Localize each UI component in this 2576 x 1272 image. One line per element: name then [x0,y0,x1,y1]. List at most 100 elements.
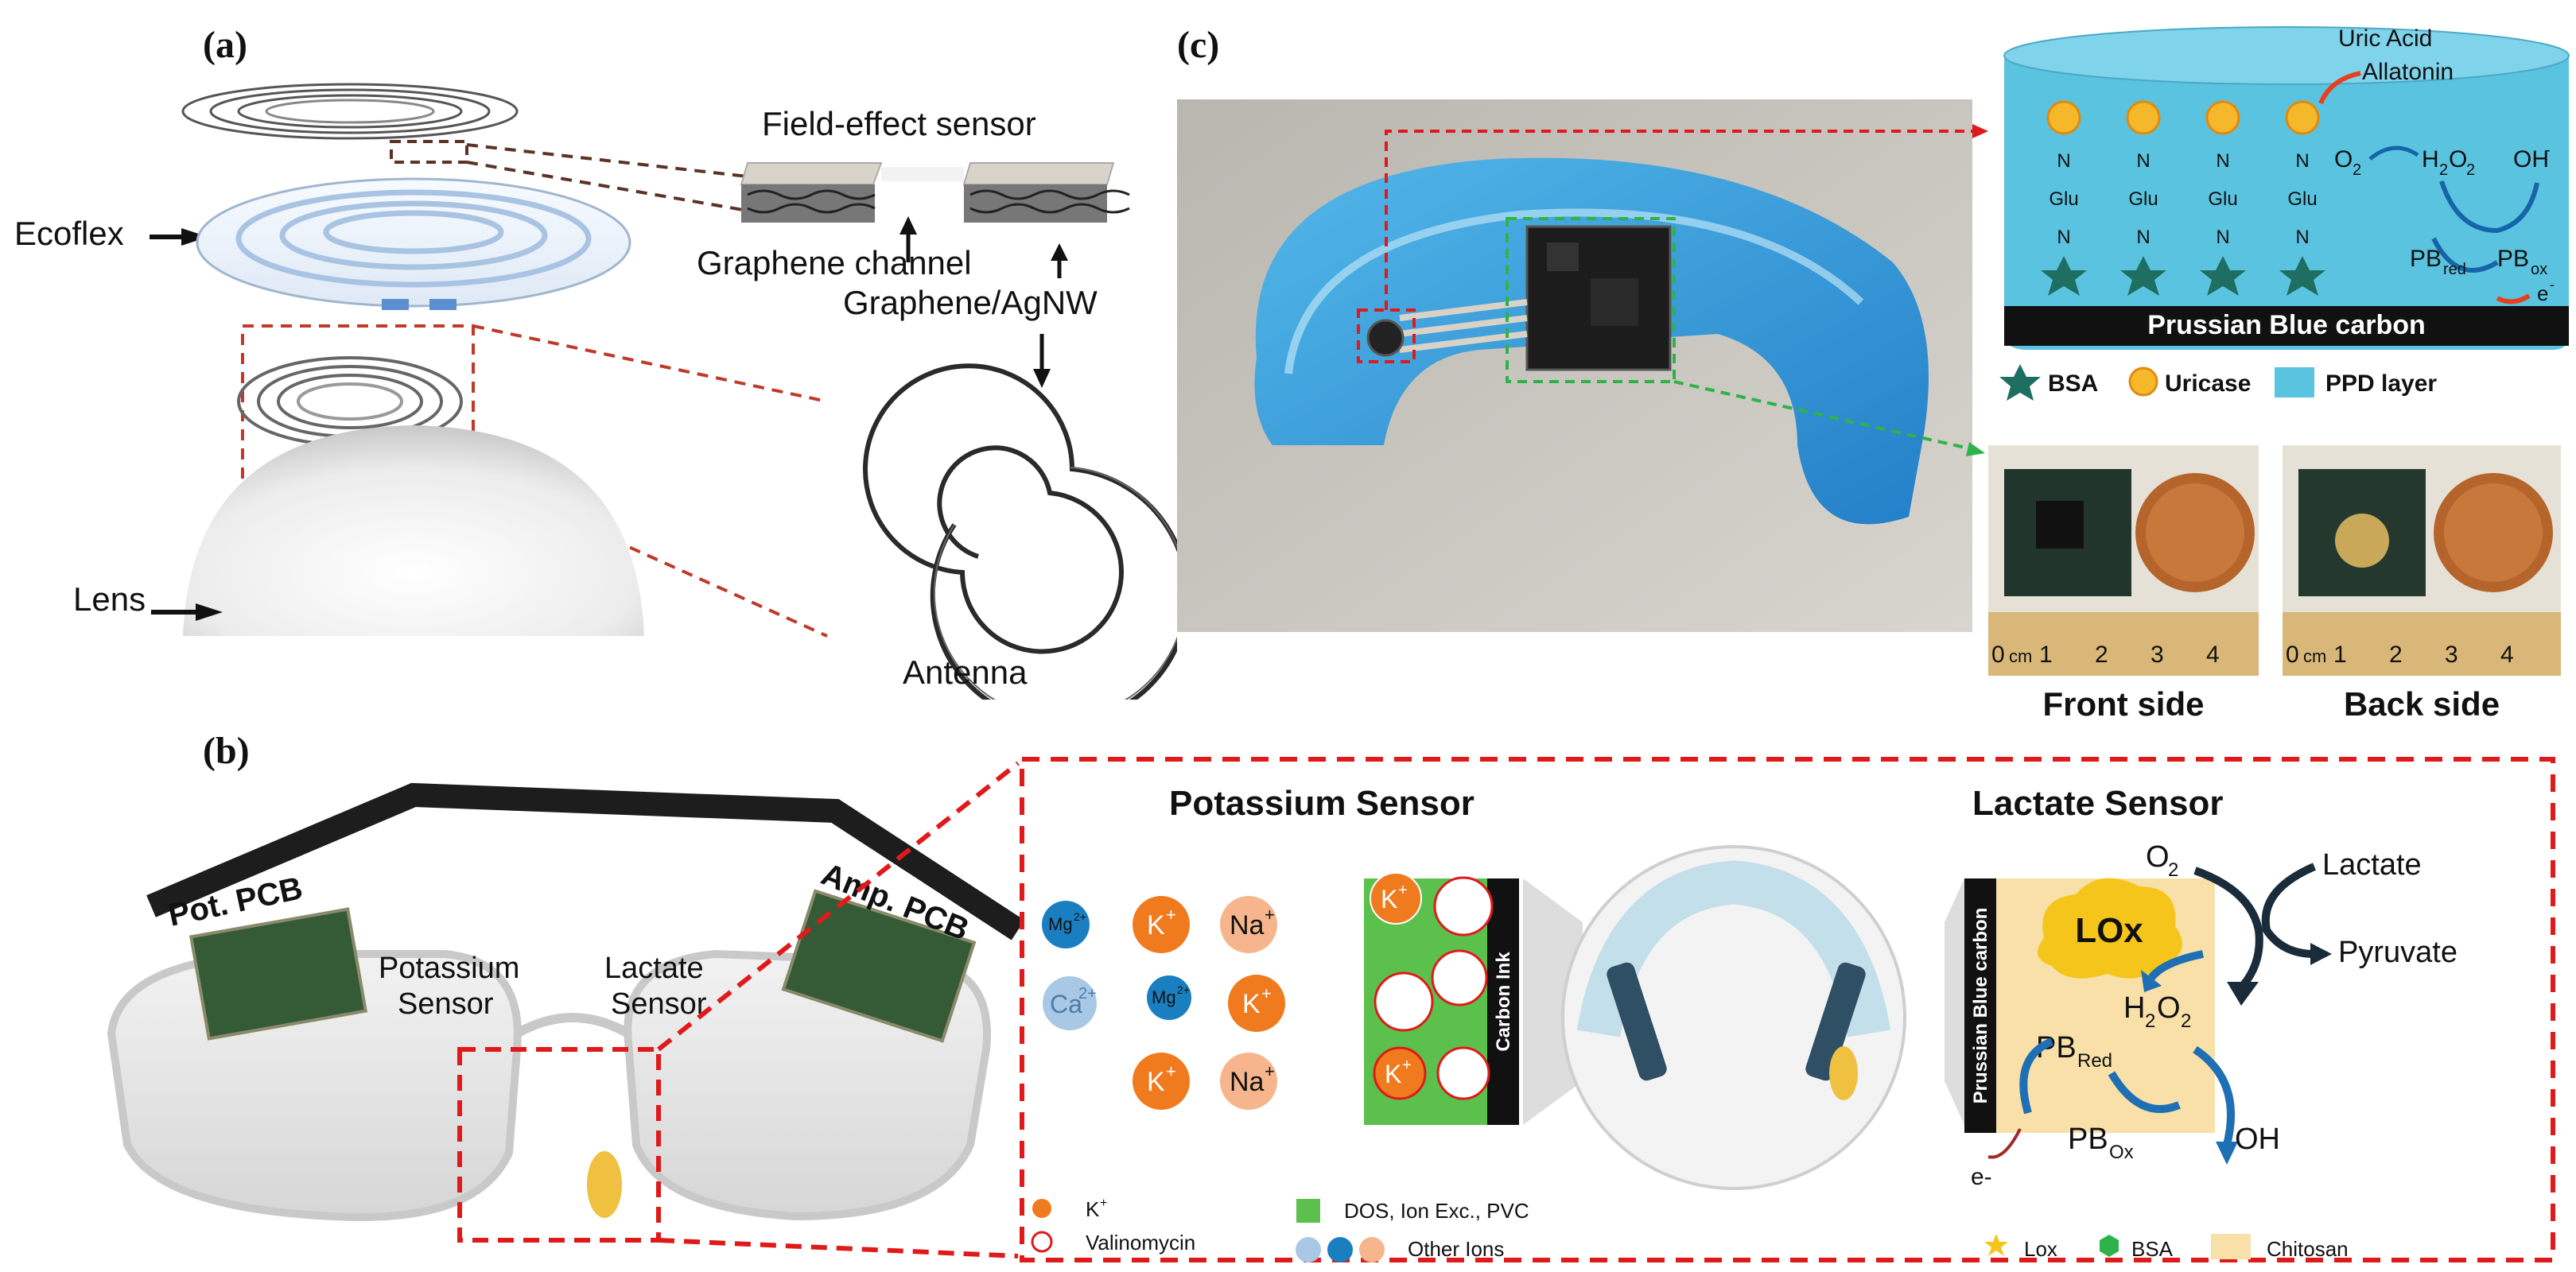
svg-text:+: + [1398,882,1408,899]
zoom-line-1 [466,143,748,178]
svg-text:N: N [2136,227,2150,248]
back-side-label: Back side [2344,685,2500,723]
svg-text:1: 1 [2333,642,2347,668]
panel-a: (a) Field-effect sensor Graphene channel… [14,24,1177,700]
potassium-membrane: Carbon Ink K + K + [1364,872,1519,1125]
svg-text:Ca: Ca [1050,990,1082,1018]
sensor-zoom-box [390,140,468,164]
svg-text:Glu: Glu [2287,188,2317,210]
svg-text:e-: e- [1971,1164,1992,1190]
svg-text:Chitosan: Chitosan [2267,1237,2349,1261]
svg-text:BSA: BSA [2048,370,2098,397]
pcb-zoom-box-green [1506,217,1676,383]
prussian-blue-carbon-label-b: Prussian Blue carbon [1970,908,1991,1104]
svg-text:DOS, Ion Exc., PVC: DOS, Ion Exc., PVC [1344,1199,1529,1223]
svg-text:Other Ions: Other Ions [1408,1237,1504,1261]
svg-text:Na: Na [1230,910,1265,940]
front-side-label: Front side [2042,685,2204,723]
svg-text:4: 4 [2206,642,2220,668]
zoom-line-glasses-1 [657,761,1020,1052]
svg-text:2: 2 [2181,1010,2191,1032]
svg-text:N: N [2216,227,2229,248]
svg-text:K: K [1242,989,1261,1019]
potassium-sensor-label-2: Sensor [398,987,494,1021]
ion-cluster: Mg 2+ K + Na + Ca 2+ Mg 2+ K + K + Na + [1042,896,1285,1110]
antenna-label: Antenna [903,653,1028,691]
svg-text:+: + [1166,905,1176,925]
svg-text:K: K [1147,1067,1165,1097]
svg-text:Valinomycin: Valinomycin [1086,1231,1195,1255]
svg-text:Uricase: Uricase [2165,370,2251,397]
panel-c-label: (c) [1177,24,1219,66]
svg-text:Red: Red [2077,1050,2112,1072]
pyruvate-label: Pyruvate [2338,936,2457,969]
antenna-spiral [863,363,1177,700]
svg-text:K: K [1381,885,1397,913]
svg-text:3: 3 [2445,642,2458,668]
ruler-front: 0 cm 1 2 3 4 [1991,642,2220,668]
svg-text:O: O [2449,146,2467,173]
svg-text:3: 3 [2151,642,2164,668]
svg-text:+: + [1166,1061,1176,1081]
svg-text:Glu: Glu [2128,188,2158,210]
svg-text:2: 2 [2145,1010,2155,1032]
lower-spiral-layer [237,356,463,447]
svg-text:N: N [2057,150,2070,172]
svg-text:2: 2 [2095,642,2108,668]
contact-lens [183,425,644,636]
graphene-agnw-label: Graphene/AgNW [843,284,1098,321]
svg-text:N: N [2057,227,2070,248]
svg-text:2: 2 [2353,161,2361,179]
lactate-legend: Lox BSA Chitosan [1984,1234,2349,1261]
carbon-ink-label: Carbon Ink [1493,952,1514,1052]
lactate-reaction: O 2 Lactate Pyruvate H 2 O 2 PB Red PB O… [1971,840,2457,1190]
svg-text:K: K [1385,1060,1401,1088]
svg-text:2: 2 [2439,161,2448,179]
zoom-line-glasses-2 [658,1238,1019,1258]
sensor-zoom-box-glasses [457,1047,661,1243]
zoom-line-2 [466,161,748,212]
svg-text:cm: cm [2303,646,2326,666]
lox-label: LOx [2075,911,2143,950]
svg-text:O: O [2146,840,2170,874]
panel-b-label: (b) [203,730,250,772]
svg-text:Glu: Glu [2049,188,2078,210]
svg-text:cm: cm [2009,646,2032,666]
glasses-photo [107,782,1025,1221]
svg-text:N: N [2136,150,2150,172]
lactate-sensor-title: Lactate Sensor [1972,784,2223,823]
svg-text:ox: ox [2531,261,2547,278]
svg-text:+: + [1261,983,1272,1003]
svg-text:e: e [2537,281,2548,305]
svg-text:K: K [1086,1197,1100,1221]
mouthguard [1254,157,1929,525]
potassium-legend: K + Valinomycin DOS, Ion Exc., PVC Other… [1031,1196,1529,1262]
panel-a-label: (a) [203,24,247,66]
lactate-sensor-label-1: Lactate [604,952,704,985]
svg-text:1: 1 [2039,642,2053,668]
oh-label: OH [2235,1123,2280,1156]
lactate-label: Lactate [2322,848,2422,882]
svg-text:Glu: Glu [2208,188,2237,210]
svg-text:H: H [2422,146,2439,173]
svg-text:OH: OH [2513,146,2549,173]
sensor-detail-box [1020,757,2555,1262]
svg-text:O: O [2334,146,2353,173]
svg-text:0: 0 [2286,642,2299,668]
sensor-zoom-box-red [1357,308,1416,363]
svg-text:N: N [2295,227,2309,248]
svg-text:-: - [2550,277,2555,293]
uric-acid-reaction: Uric Acid Allatonin O 2 H 2 O 2 OH - PB … [2318,25,2555,305]
svg-text:+: + [1265,905,1275,925]
svg-text:K: K [1147,910,1165,940]
svg-text:2: 2 [2168,859,2178,881]
svg-text:2+: 2+ [1177,983,1190,996]
svg-text:Ox: Ox [2109,1142,2134,1163]
svg-text:O: O [2157,991,2181,1025]
ecoflex-layer [196,177,631,310]
svg-text:N: N [2216,150,2229,172]
lens-label: Lens [73,580,146,618]
graphene-channel-label: Graphene channel [697,244,972,281]
svg-text:PB: PB [2410,246,2442,272]
ecoflex-label: Ecoflex [14,215,124,252]
